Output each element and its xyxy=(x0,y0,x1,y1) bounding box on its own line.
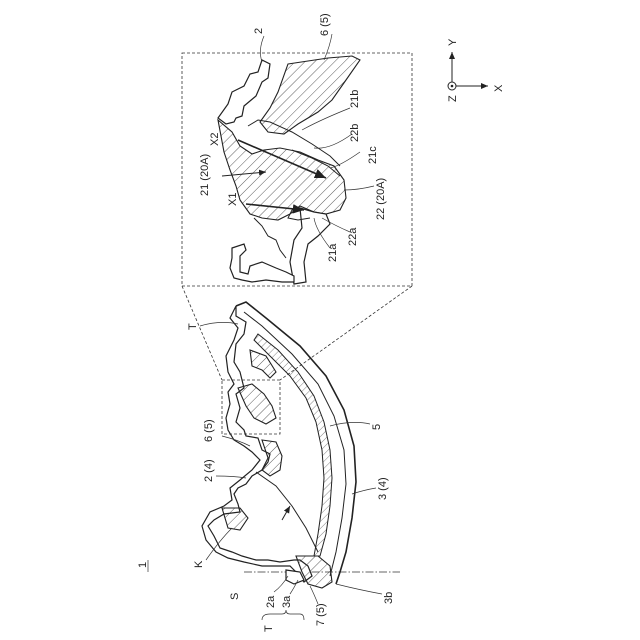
leader-7-5 xyxy=(310,586,318,604)
leader-2 xyxy=(260,36,264,62)
label-inset-6-5: 6 (5) xyxy=(319,13,331,36)
lens-6-bottom xyxy=(222,508,248,530)
axis-z-label: Z xyxy=(447,95,459,102)
label-3b: 3b xyxy=(383,592,395,604)
axis-indicator: Y Z X xyxy=(447,38,505,102)
label-t-bottom: T xyxy=(263,625,275,632)
inset-detail-view: 2 6 (5) 21b X2 22b 21 (20A) 21c X1 22 (2… xyxy=(182,13,412,380)
leader-6-5 xyxy=(324,34,332,60)
label-5: 5 xyxy=(371,424,383,430)
axis-z-dot xyxy=(451,85,454,88)
flange-left-rib xyxy=(254,218,286,258)
label-k: K xyxy=(193,560,205,568)
bracket-t xyxy=(262,610,304,620)
label-22b: 22b xyxy=(349,124,361,142)
leader-22-20a xyxy=(344,186,374,190)
flange-left xyxy=(230,244,294,282)
label-3a: 3a xyxy=(281,595,293,608)
label-3-4: 3 (4) xyxy=(377,477,389,500)
label-21b: 21b xyxy=(349,90,361,108)
housing-wall-2 xyxy=(218,60,270,124)
label-7-5: 7 (5) xyxy=(315,603,327,626)
label-22-20a: 22 (20A) xyxy=(375,178,387,220)
label-2a: 2a xyxy=(265,595,277,608)
leader-22b xyxy=(314,134,352,148)
label-fig-1: 1 xyxy=(137,562,149,568)
label-22a: 22a xyxy=(347,227,359,246)
axis-y-label: Y xyxy=(447,38,459,46)
label-s: S xyxy=(229,593,241,600)
label-inset-2: 2 xyxy=(253,28,265,34)
label-21-20a: 21 (20A) xyxy=(199,154,211,196)
housing-2 xyxy=(202,306,312,582)
label-21a: 21a xyxy=(327,243,339,262)
lens-block-6 xyxy=(260,56,360,134)
arrow-interior xyxy=(282,506,290,520)
connector-line-top xyxy=(182,286,222,380)
label-x2: X2 xyxy=(209,133,221,146)
label-21c: 21c xyxy=(367,146,379,164)
leader-3b xyxy=(336,584,382,594)
leader-t-top xyxy=(200,322,238,326)
connector-line-bottom xyxy=(280,286,412,380)
label-6-5-main: 6 (5) xyxy=(203,419,215,442)
label-t-top: T xyxy=(187,323,199,330)
label-x1: X1 xyxy=(227,193,239,206)
lens-6-mid xyxy=(238,384,276,424)
leader-2-4 xyxy=(216,476,246,478)
axis-x-label: X xyxy=(493,84,505,92)
main-cross-section: 1 T 6 (5) 2 (4) 5 3 (4) K S 2a 3a 7 (5) … xyxy=(137,302,400,632)
label-2-4: 2 (4) xyxy=(203,459,215,482)
